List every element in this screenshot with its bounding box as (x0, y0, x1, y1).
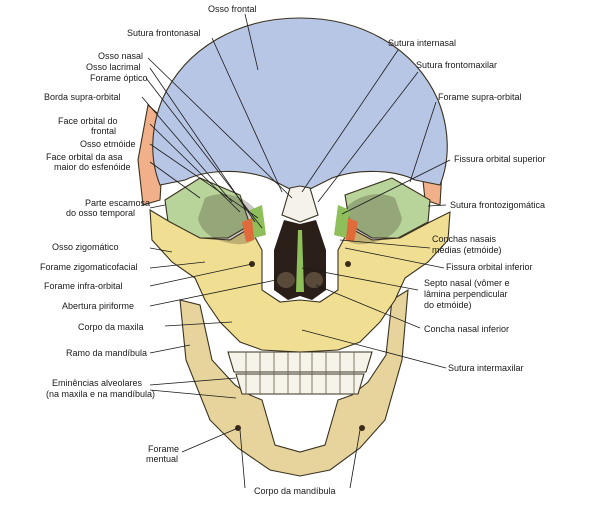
label-forame-optico: Forame óptico (90, 73, 148, 83)
label-fissura-orbital-superior: Fissura orbital superior (454, 154, 546, 164)
label-borda-supra-orbital: Borda supra-orbital (44, 92, 121, 102)
label-face-orbital-frontal-1: Face orbital do (58, 116, 118, 126)
ethmoid-right (334, 205, 350, 238)
label-forame-zigomaticofacial: Forame zigomaticofacial (40, 262, 138, 272)
label-osso-frontal: Osso frontal (208, 4, 257, 14)
label-osso-nasal: Osso nasal (98, 51, 143, 61)
label-abertura-piriforme: Abertura piriforme (62, 301, 134, 311)
inferior-concha-left (277, 272, 295, 288)
label-forame-mentual-1: Forame (148, 444, 179, 454)
label-sutura-intermaxilar: Sutura intermaxilar (448, 363, 524, 373)
teeth (227, 351, 373, 395)
label-corpo-mandibula: Corpo da mandíbula (254, 486, 336, 496)
label-osso-zigomatico: Osso zigomático (52, 242, 119, 252)
label-septo-2: lâmina perpendicular (424, 289, 508, 299)
lacrimal-left (242, 218, 254, 242)
label-forame-mentual-2: mentual (146, 454, 178, 464)
label-septo-3: do etmóide) (424, 300, 472, 310)
label-osso-etmoide: Osso etmóide (80, 139, 136, 149)
infraorbital-foramen-right (345, 261, 351, 267)
label-sutura-internasal: Sutura internasal (388, 38, 456, 48)
ethmoid-left (250, 205, 266, 238)
label-eminencias-2: (na maxila e na mandíbula) (46, 389, 155, 399)
zygomatic-maxilla (149, 208, 451, 353)
nasal-septum (296, 230, 304, 292)
leader-lines (141, 13, 451, 489)
label-fissura-orbital-inferior: Fissura orbital inferior (446, 262, 533, 272)
label-forame-infra-orbital: Forame infra-orbital (44, 281, 123, 291)
label-sutura-frontozigomatica: Sutura frontozigomática (450, 200, 545, 210)
label-osso-lacrimal: Osso lacrimal (86, 62, 141, 72)
label-face-orbital-frontal-2: frontal (91, 126, 116, 136)
label-ramo-mandibula: Ramo da mandíbula (66, 348, 147, 358)
label-forame-supra-orbital: Forame supra-orbital (438, 92, 522, 102)
inferior-concha-right (305, 272, 323, 288)
label-parte-escamosa-1: Parte escamosa (85, 198, 150, 208)
label-sutura-frontonasal: Sutura frontonasal (127, 28, 201, 38)
label-parte-escamosa-2: do osso temporal (66, 208, 135, 218)
mental-foramen-right (359, 425, 365, 431)
label-eminencias-1: Eminências alveolares (52, 378, 143, 388)
label-corpo-maxila: Corpo da maxila (78, 322, 144, 332)
lacrimal-right (346, 218, 358, 242)
label-conchas-1: Conchas nasais (432, 234, 497, 244)
label-face-orbital-asa-2: maior do esfenóide (54, 162, 131, 172)
label-sutura-frontomaxilar: Sutura frontomaxilar (416, 60, 497, 70)
label-septo-1: Septo nasal (vômer e (424, 278, 510, 288)
label-conchas-2: médias (etmóide) (432, 245, 502, 255)
skull-illustration (137, 17, 451, 477)
label-face-orbital-asa-1: Face orbital da asa (46, 152, 123, 162)
nasal-bones (281, 185, 319, 223)
label-concha-nasal-inferior: Concha nasal inferior (424, 324, 509, 334)
